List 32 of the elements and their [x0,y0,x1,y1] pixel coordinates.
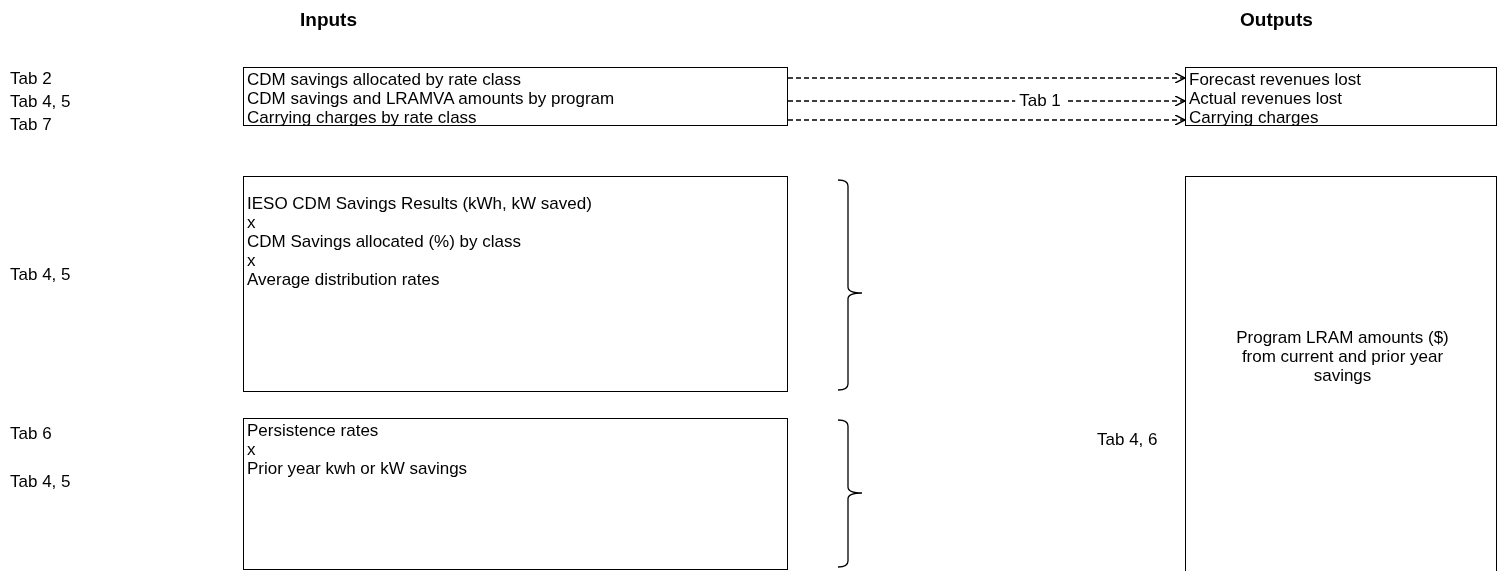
text-box [243,67,788,126]
box-text: CDM savings and LRAMVA amounts by program [246,89,616,108]
column-heading: Outputs [1240,10,1313,29]
column-heading: Inputs [300,10,357,29]
text-box [243,418,788,570]
box-text: x [246,440,257,459]
text-box [243,176,788,392]
box-text: Carrying charges by rate class [246,108,478,127]
text-box [1185,176,1497,571]
tab-reference: Tab 4, 5 [10,92,71,111]
dashed-arrow [787,95,1186,107]
box-text: CDM savings allocated by rate class [246,70,522,89]
box-text: Prior year kwh or kW savings [246,459,469,478]
box-text: Actual revenues lost [1188,89,1344,108]
box-text: CDM Savings allocated (%) by class [246,232,522,251]
box-text: Persistence rates [246,421,380,440]
tab-reference: Tab 4, 6 [1097,430,1158,449]
box-text: Program LRAM amounts ($) from current and prior year savings [1235,327,1450,385]
tab-reference: Tab 6 [10,424,52,443]
box-text: x [246,251,257,270]
tab-reference: Tab 2 [10,69,52,88]
tab-reference: Tab 4, 5 [10,265,71,284]
dashed-arrow [787,114,1186,126]
text-box [1185,67,1497,126]
box-text: Average distribution rates [246,270,441,289]
dashed-arrow [787,72,1186,84]
box-text: Carrying charges [1188,108,1320,127]
box-text: Forecast revenues lost [1188,70,1362,89]
tab-reference: Tab 7 [10,115,52,134]
box-text: IESO CDM Savings Results (kWh, kW saved) [246,194,593,213]
tab-reference: Tab 4, 5 [10,472,71,491]
box-text: x [246,213,257,232]
